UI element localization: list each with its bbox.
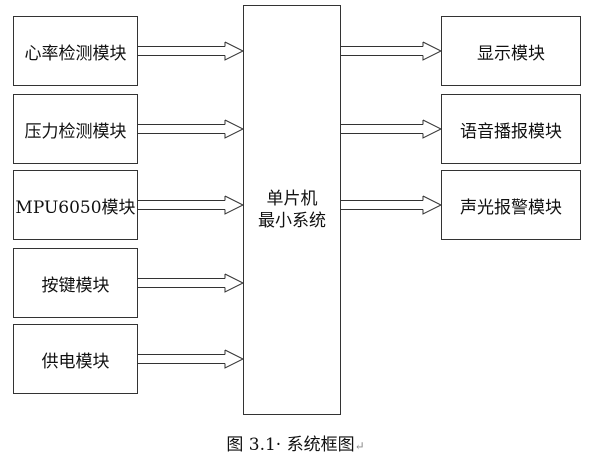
keys-module-label: 按键模块 — [41, 275, 110, 296]
alarm-module-label: 声光报警模块 — [460, 197, 562, 218]
figure-caption: 图 3.1· 系统框图↵ — [0, 430, 591, 455]
heart-rate-module-label: 心率检测模块 — [24, 43, 127, 64]
arrow-in-keys — [138, 273, 245, 293]
mpu6050-module-label: MPU6050模块 — [15, 197, 136, 218]
paragraph-mark-icon: ↵ — [354, 439, 365, 453]
power-module-box: 供电模块 — [13, 324, 138, 394]
mpu6050-module-box: MPU6050模块 — [13, 170, 138, 240]
voice-module-box: 语音播报模块 — [441, 94, 581, 164]
arrow-in-heart-rate — [138, 41, 245, 61]
mcu-box: 单片机 最小系统 — [243, 5, 341, 415]
arrow-in-power — [138, 349, 245, 369]
arrow-out-display — [341, 41, 443, 61]
voice-module-label: 语音播报模块 — [460, 121, 562, 142]
arrow-in-pressure — [138, 119, 245, 139]
display-module-label: 显示模块 — [477, 43, 545, 64]
arrow-out-voice — [341, 119, 443, 139]
mcu-label-line2: 最小系统 — [258, 211, 326, 231]
caption-text: 图 3.1· 系统框图 — [226, 435, 355, 455]
pressure-module-box: 压力检测模块 — [13, 94, 138, 164]
arrow-in-mpu6050 — [138, 195, 245, 215]
power-module-label: 供电模块 — [41, 351, 110, 372]
keys-module-box: 按键模块 — [13, 248, 138, 318]
mcu-label-line1: 单片机 — [266, 189, 318, 209]
display-module-box: 显示模块 — [441, 16, 581, 86]
heart-rate-module-box: 心率检测模块 — [13, 16, 138, 86]
pressure-module-label: 压力检测模块 — [24, 121, 127, 142]
arrow-out-alarm — [341, 195, 443, 215]
alarm-module-box: 声光报警模块 — [441, 170, 581, 240]
